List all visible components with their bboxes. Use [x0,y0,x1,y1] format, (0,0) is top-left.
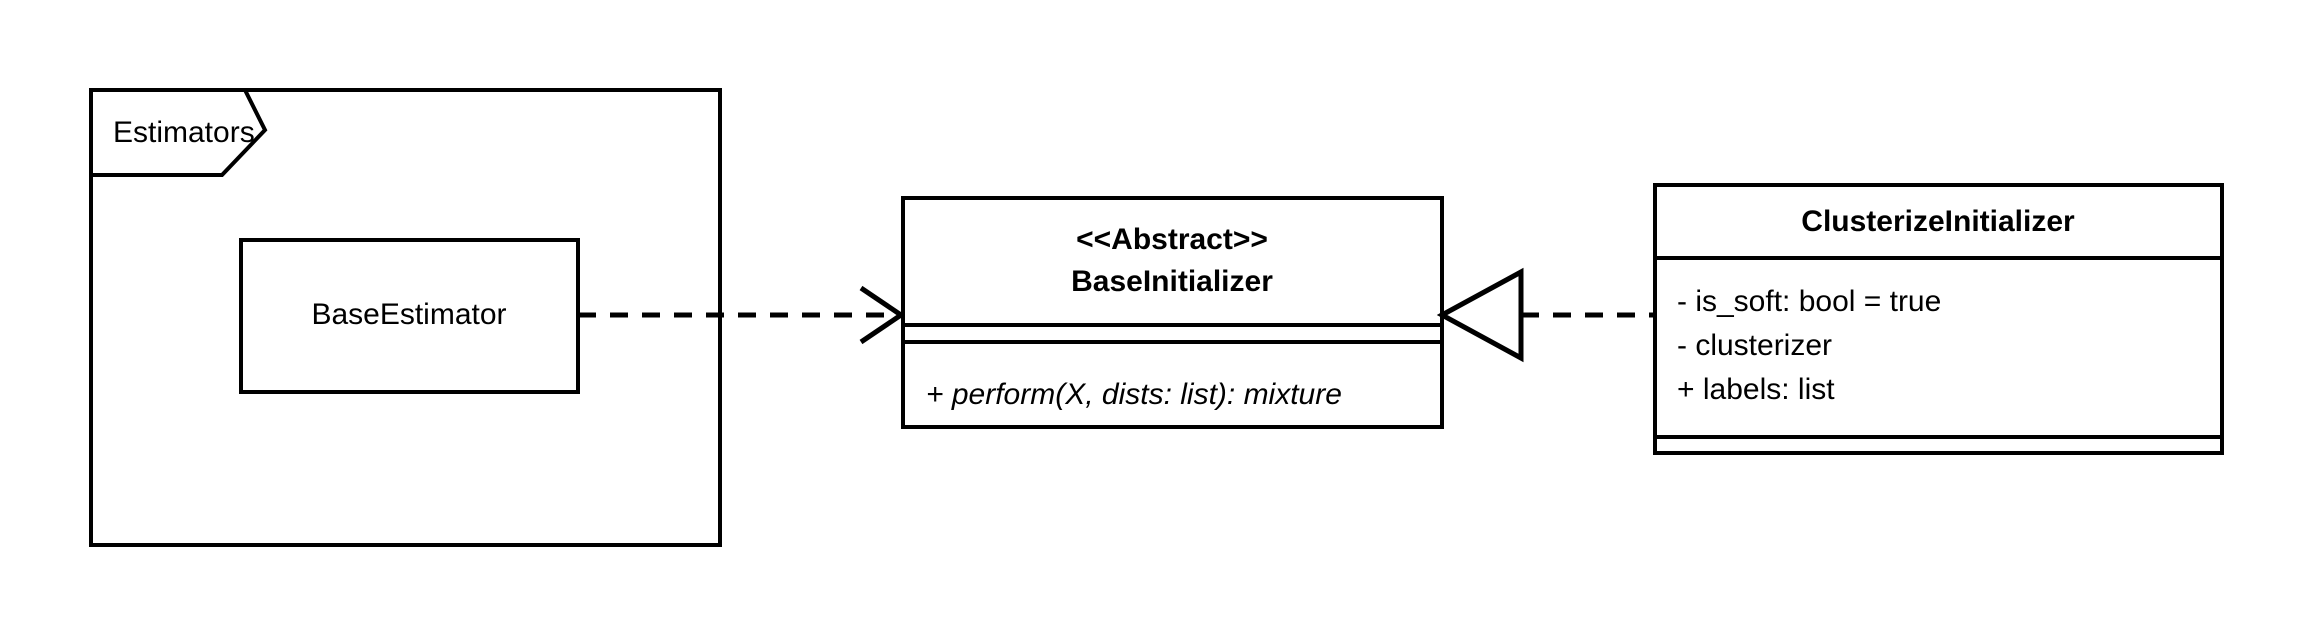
class-base-estimator-box [239,238,580,394]
class-base-initializer-header-box [901,196,1444,327]
class-base-initializer-method-0: + perform(X, dists: list): mixture [926,378,1342,411]
class-clusterize-initializer-attribute-1: - clusterizer [1677,329,1832,362]
class-base-initializer-attributes-box [901,323,1444,344]
class-clusterize-initializer-attribute-0: - is_soft: bool = true [1677,285,1941,318]
class-clusterize-initializer-name: ClusterizeInitializer [1801,205,2075,238]
relationship-realization[interactable] [1436,267,1655,363]
class-base-initializer-stereotype: <<Abstract>> [1076,223,1268,256]
class-clusterize-initializer[interactable]: ClusterizeInitializer - is_soft: bool = … [1653,183,2224,455]
class-base-estimator-name: BaseEstimator [311,298,506,331]
package-tab-outline [89,88,268,177]
class-base-initializer[interactable]: <<Abstract>> BaseInitializer + perform(X… [901,196,1444,429]
class-clusterize-initializer-attribute-2: + labels: list [1677,373,1835,406]
class-clusterize-initializer-methods-box [1653,435,2224,455]
class-base-estimator[interactable]: BaseEstimator [239,238,580,394]
class-base-initializer-methods-box [901,340,1444,429]
package-name-label: Estimators [113,116,255,149]
class-base-initializer-name: BaseInitializer [1071,265,1273,298]
realization-hollow-triangle-icon [1436,267,1524,363]
class-clusterize-initializer-attributes-box [1653,256,2224,439]
